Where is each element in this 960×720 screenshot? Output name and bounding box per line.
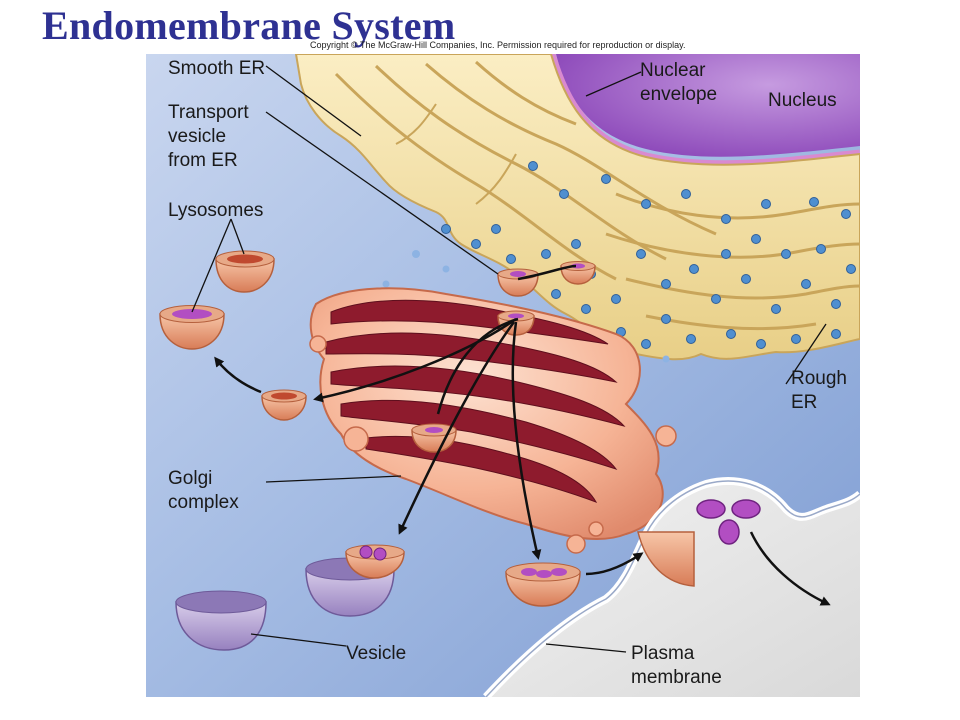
label-plasma-membrane: Plasma membrane [631,643,722,688]
golgi-cisternae [325,299,626,503]
trafficking-arrows [214,264,831,606]
plasma-membrane [483,477,860,697]
golgi-complex [309,287,677,554]
label-transport-vesicle: Transport vesicle from ER [168,102,254,171]
label-smooth-er: Smooth ER [168,58,265,79]
endomembrane-figure: Smooth ER Transport vesicle from ER Lyso… [146,54,860,697]
diagram-labels: Smooth ER Transport vesicle from ER Lyso… [168,58,852,688]
vesicles [175,544,581,651]
label-lysosomes: Lysosomes [168,200,263,221]
leader-lines [191,65,827,653]
exocytosis-vesicle [637,499,761,587]
label-rough-er: Rough ER [791,368,852,413]
slide-title: Endomembrane System [42,3,456,48]
label-nucleus: Nucleus [768,90,837,111]
copyright-notice: Copyright © The McGraw-Hill Companies, I… [310,40,686,50]
label-golgi-complex: Golgi complex [168,468,239,513]
label-vesicle: Vesicle [346,643,406,664]
lysosomes [159,250,307,421]
transport-vesicles [411,261,596,453]
label-nuclear-envelope: Nuclear envelope [640,60,717,105]
